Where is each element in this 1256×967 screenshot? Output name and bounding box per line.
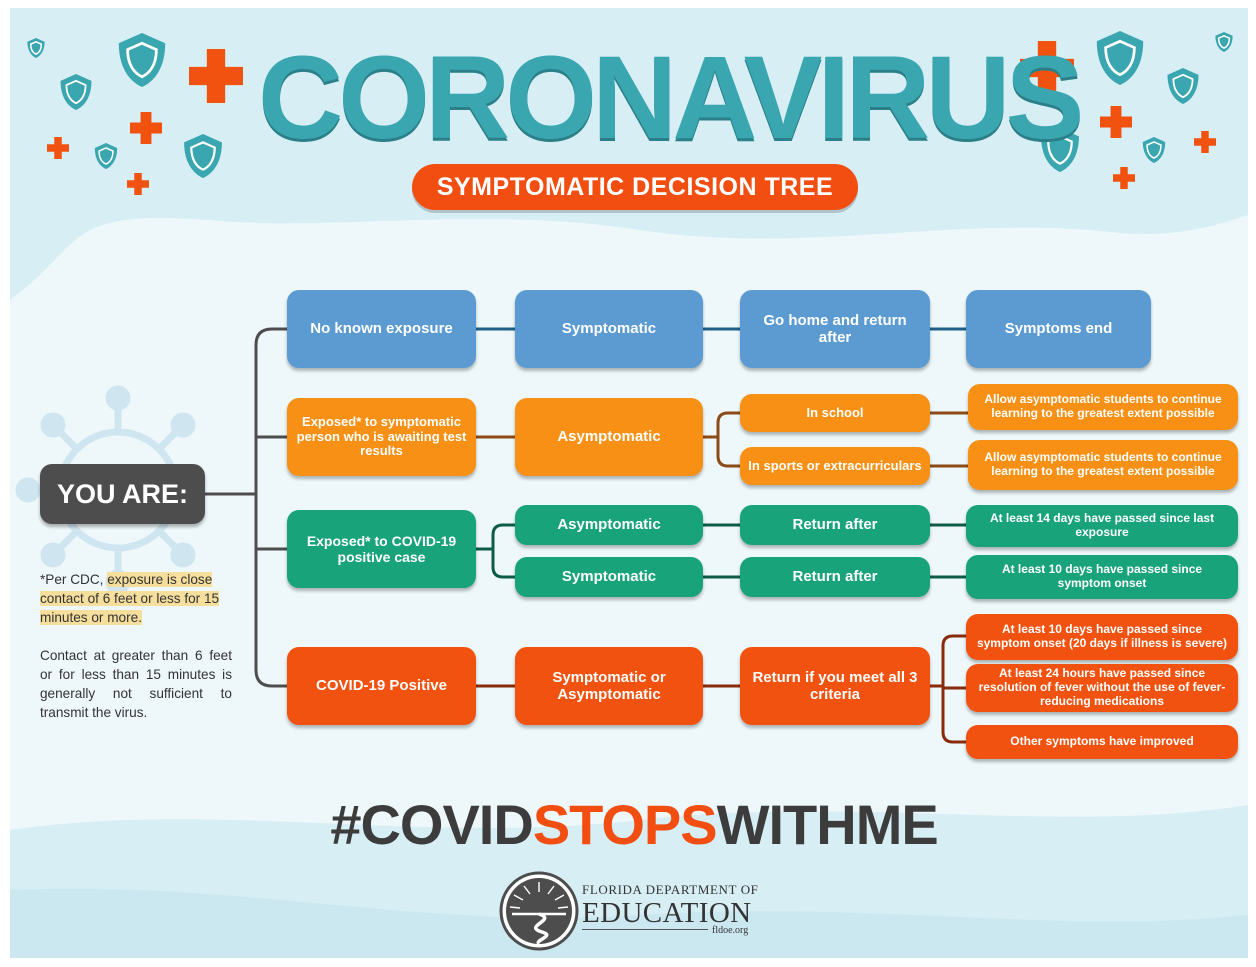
fldoe-org-line1: FLORIDA DEPARTMENT OF — [582, 882, 759, 897]
node-green-asymptomatic: Asymptomatic — [515, 505, 703, 545]
medical-cross-icon — [1113, 167, 1135, 189]
medical-cross-icon — [47, 137, 69, 159]
node-no-known-exposure: No known exposure — [287, 290, 476, 368]
shield-icon — [1142, 137, 1166, 163]
node-covid-positive: COVID-19 Positive — [287, 647, 476, 725]
page-subtitle: SYMPTOMATIC DECISION TREE — [412, 164, 858, 210]
node-criteria-symptom-onset: At least 10 days have passed since sympt… — [966, 614, 1238, 660]
node-10-days: At least 10 days have passed since sympt… — [966, 555, 1238, 599]
shield-icon — [118, 33, 166, 87]
shield-icon — [60, 74, 92, 110]
node-return-if-criteria: Return if you meet all 3 criteria — [740, 647, 930, 725]
root-node-you-are: YOU ARE: — [40, 464, 205, 524]
node-green-symptomatic: Symptomatic — [515, 557, 703, 597]
contact-note: Contact at greater than 6 feet or for le… — [40, 648, 232, 720]
fldoe-url: fldoe.org — [712, 925, 749, 936]
node-14-days: At least 14 days have passed since last … — [966, 505, 1238, 547]
medical-cross-icon — [127, 173, 149, 195]
medical-cross-icon — [1020, 41, 1074, 95]
node-symptomatic-or-asymptomatic: Symptomatic or Asymptomatic — [515, 647, 703, 725]
node-in-school: In school — [740, 394, 930, 432]
page-title: CORONAVIRUS — [258, 32, 1084, 164]
node-allow-learning-school: Allow asymptomatic students to continue … — [968, 384, 1238, 430]
fldoe-org-line2: EDUCATION — [582, 897, 752, 929]
medical-cross-icon — [189, 49, 243, 103]
node-in-sports: In sports or extracurriculars — [740, 447, 930, 485]
node-criteria-symptoms-improved: Other symptoms have improved — [966, 725, 1238, 759]
node-return-after-1: Return after — [740, 505, 930, 545]
shield-icon — [184, 134, 222, 178]
shield-icon — [1096, 31, 1144, 85]
node-allow-learning-sports: Allow asymptomatic students to continue … — [968, 440, 1238, 490]
node-exposed-positive-case: Exposed* to COVID-19 positive case — [287, 510, 476, 588]
node-return-after-2: Return after — [740, 557, 930, 597]
shield-icon — [94, 143, 118, 169]
shield-icon — [1041, 128, 1079, 172]
shield-icon — [1215, 32, 1233, 52]
fldoe-seal-icon — [499, 871, 579, 951]
medical-cross-icon — [130, 112, 162, 144]
node-exposed-awaiting-results: Exposed* to symptomatic person who is aw… — [287, 398, 476, 476]
hashtag-slogan: #COVIDSTOPSWITHME — [330, 793, 938, 856]
node-symptomatic: Symptomatic — [515, 290, 703, 368]
shield-icon — [1167, 68, 1199, 104]
medical-cross-icon — [1194, 131, 1216, 153]
node-go-home: Go home and return after — [740, 290, 930, 368]
node-criteria-fever: At least 24 hours have passed since reso… — [966, 664, 1238, 712]
cdc-exposure-note: *Per CDC, exposure is close contact of 6… — [40, 572, 220, 625]
node-asymptomatic: Asymptomatic — [515, 398, 703, 476]
fldoe-wordmark: FLORIDA DEPARTMENT OF EDUCATION — [582, 882, 782, 928]
shield-icon — [27, 38, 45, 58]
node-symptoms-end: Symptoms end — [966, 290, 1151, 368]
fldoe-divider — [582, 929, 708, 930]
medical-cross-icon — [1100, 106, 1132, 138]
